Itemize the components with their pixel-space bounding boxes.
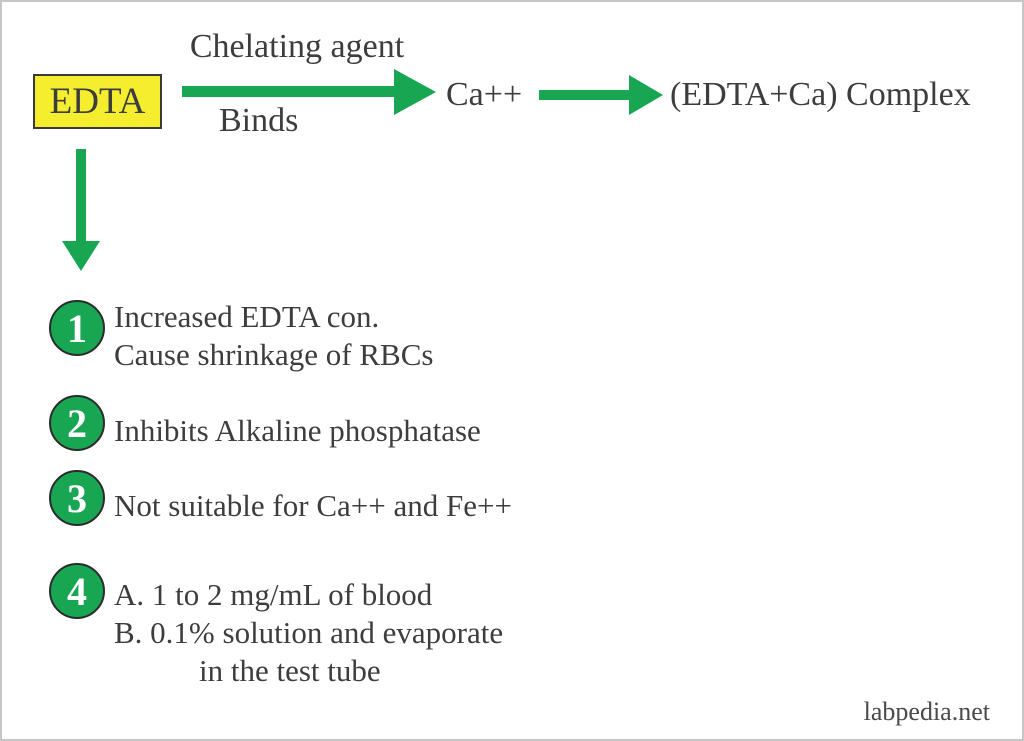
complex-arrow-head-icon <box>629 75 663 115</box>
binds-arrow-shaft <box>182 86 396 97</box>
list-number-badge-4: 4 <box>49 563 105 619</box>
binds-arrow-head-icon <box>394 69 436 115</box>
list-item-line: Increased EDTA con. <box>114 299 380 334</box>
edta-ca-complex-label: (EDTA+Ca) Complex <box>670 76 971 113</box>
list-number-badge-1: 1 <box>49 300 105 356</box>
list-item-line: Not suitable for Ca++ and Fe++ <box>114 488 512 523</box>
list-item-line: B. 0.1% solution and evaporate <box>114 615 504 650</box>
edta-node-label: EDTA <box>49 81 146 122</box>
binds-label: Binds <box>219 102 299 139</box>
chelating-agent-label: Chelating agent <box>189 28 405 65</box>
list-item-1: Increased EDTA con. Cause shrinkage of R… <box>114 298 433 374</box>
edta-node: EDTA <box>33 74 162 129</box>
complex-arrow-shaft <box>539 90 631 100</box>
badge-number: 4 <box>67 568 87 614</box>
list-item-3: Not suitable for Ca++ and Fe++ <box>114 487 512 525</box>
badge-number: 2 <box>67 400 87 446</box>
list-item-line: in the test tube <box>199 653 381 688</box>
badge-number: 3 <box>67 475 87 521</box>
list-number-badge-2: 2 <box>49 395 105 451</box>
down-arrow-shaft <box>76 149 86 242</box>
calcium-label: Ca++ <box>446 76 523 113</box>
list-item-line: Inhibits Alkaline phosphatase <box>114 413 481 448</box>
down-arrow-head-icon <box>62 241 100 271</box>
list-number-badge-3: 3 <box>49 470 105 526</box>
list-item-2: Inhibits Alkaline phosphatase <box>114 412 481 450</box>
list-item-line: A. 1 to 2 mg/mL of blood <box>114 577 433 612</box>
list-item-line: Cause shrinkage of RBCs <box>114 337 434 372</box>
badge-number: 1 <box>67 305 87 351</box>
watermark-labpedia: labpedia.net <box>863 697 990 726</box>
list-item-4: A. 1 to 2 mg/mL of blood B. 0.1% solutio… <box>114 576 503 690</box>
